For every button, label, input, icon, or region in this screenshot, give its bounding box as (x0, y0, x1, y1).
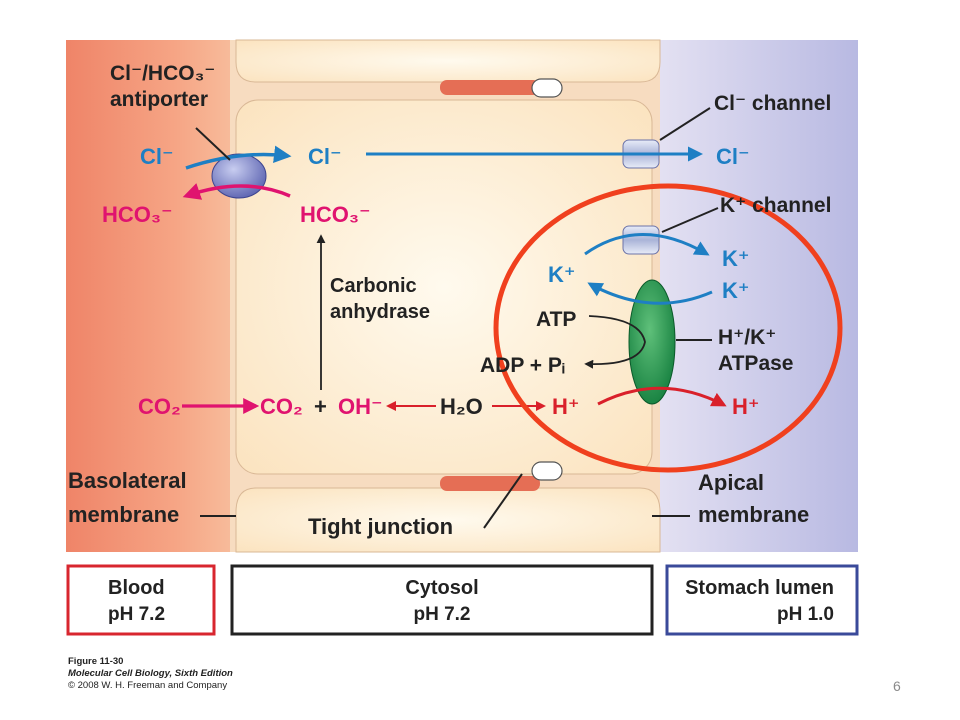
blood-ph: pH 7.2 (108, 604, 165, 625)
figure-number: Figure 11-30 (68, 656, 124, 667)
blood-title: Blood (108, 577, 165, 599)
adp-pi-label: ADP + Pᵢ (480, 354, 565, 377)
tight-junction-label: Tight junction (308, 514, 453, 539)
antiporter-label-line1: Cl⁻/HCO₃⁻ (110, 62, 215, 85)
cytosol-box (230, 564, 654, 636)
book-title: Molecular Cell Biology, Sixth Edition (68, 668, 233, 679)
apical-label-line1: Apical (698, 470, 764, 495)
h-lumen-label: H⁺ (732, 394, 760, 419)
atp-label: ATP (536, 308, 576, 331)
atp-hydrolysis-arrow (584, 315, 646, 369)
basolateral-label-line1: Basolateral (68, 468, 187, 493)
k-lumen-bottom-label: K⁺ (722, 278, 750, 303)
lumen-box (665, 564, 859, 636)
cytosol-title: Cytosol (405, 577, 478, 599)
blood-box (66, 564, 216, 636)
carbonic-anhydrase-line2: anhydrase (330, 301, 430, 323)
k-lumen-top-label: K⁺ (722, 246, 750, 271)
lumen-ph: pH 1.0 (777, 604, 834, 625)
cl-lumen-label: Cl⁻ (716, 144, 750, 169)
apical-label-line2: membrane (698, 502, 809, 527)
antiporter-cl-arrow (185, 145, 292, 170)
k-uptake-arrow (587, 282, 713, 305)
upper-neighbor-cell (235, 39, 661, 83)
cl-channel-leader (659, 107, 711, 141)
highlight-circle (493, 183, 843, 473)
cytosol-ph: pH 7.2 (413, 604, 470, 625)
hco3-blood-label: HCO₃⁻ (102, 202, 173, 227)
antiporter-leader (195, 127, 231, 161)
junction-bar-bottom (440, 476, 540, 491)
k-channel-leader (661, 207, 719, 233)
antiporter-hco3-arrow (182, 183, 291, 200)
atpase-label-line1: H⁺/K⁺ (718, 326, 776, 349)
h-pump-arrow (597, 386, 727, 407)
k-channel-protein (622, 225, 660, 255)
hco3-cytosol-label: HCO₃⁻ (300, 202, 371, 227)
co2-cytosol-label: CO₂ (260, 394, 303, 419)
cl-blood-label: Cl⁻ (140, 144, 174, 169)
plus-sign: + (314, 394, 327, 419)
figure-caption: Figure 11-30 Molecular Cell Biology, Six… (68, 656, 233, 692)
basolateral-label-line2: membrane (68, 502, 179, 527)
carbonic-anhydrase-line1: Carbonic (330, 275, 417, 297)
k-channel-label: K⁺ channel (720, 194, 831, 217)
h2o-label: H₂O (440, 394, 483, 419)
k-efflux-arrow (584, 233, 710, 256)
tight-junction-bottom (531, 461, 563, 481)
antiporter-label-line2: antiporter (110, 88, 208, 111)
junction-bar-top (440, 80, 540, 95)
oh-label: OH⁻ (338, 394, 383, 419)
tight-junction-leader (483, 473, 523, 529)
cl-channel-label: Cl⁻ channel (714, 92, 831, 115)
copyright-line: © 2008 W. H. Freeman and Company (68, 680, 228, 691)
h-k-atpase-protein (628, 279, 676, 405)
cl-cytosol-label: Cl⁻ (308, 144, 342, 169)
k-cytosol-label: K⁺ (548, 262, 576, 287)
page-number: 6 (893, 678, 901, 694)
atpase-label-line2: ATPase (718, 352, 793, 375)
lower-neighbor-cell (235, 487, 661, 553)
lumen-title: Stomach lumen (685, 577, 834, 599)
h-cytosol-label: H⁺ (552, 394, 580, 419)
co2-blood-label: CO₂ (138, 394, 181, 419)
tight-junction-top (531, 78, 563, 98)
